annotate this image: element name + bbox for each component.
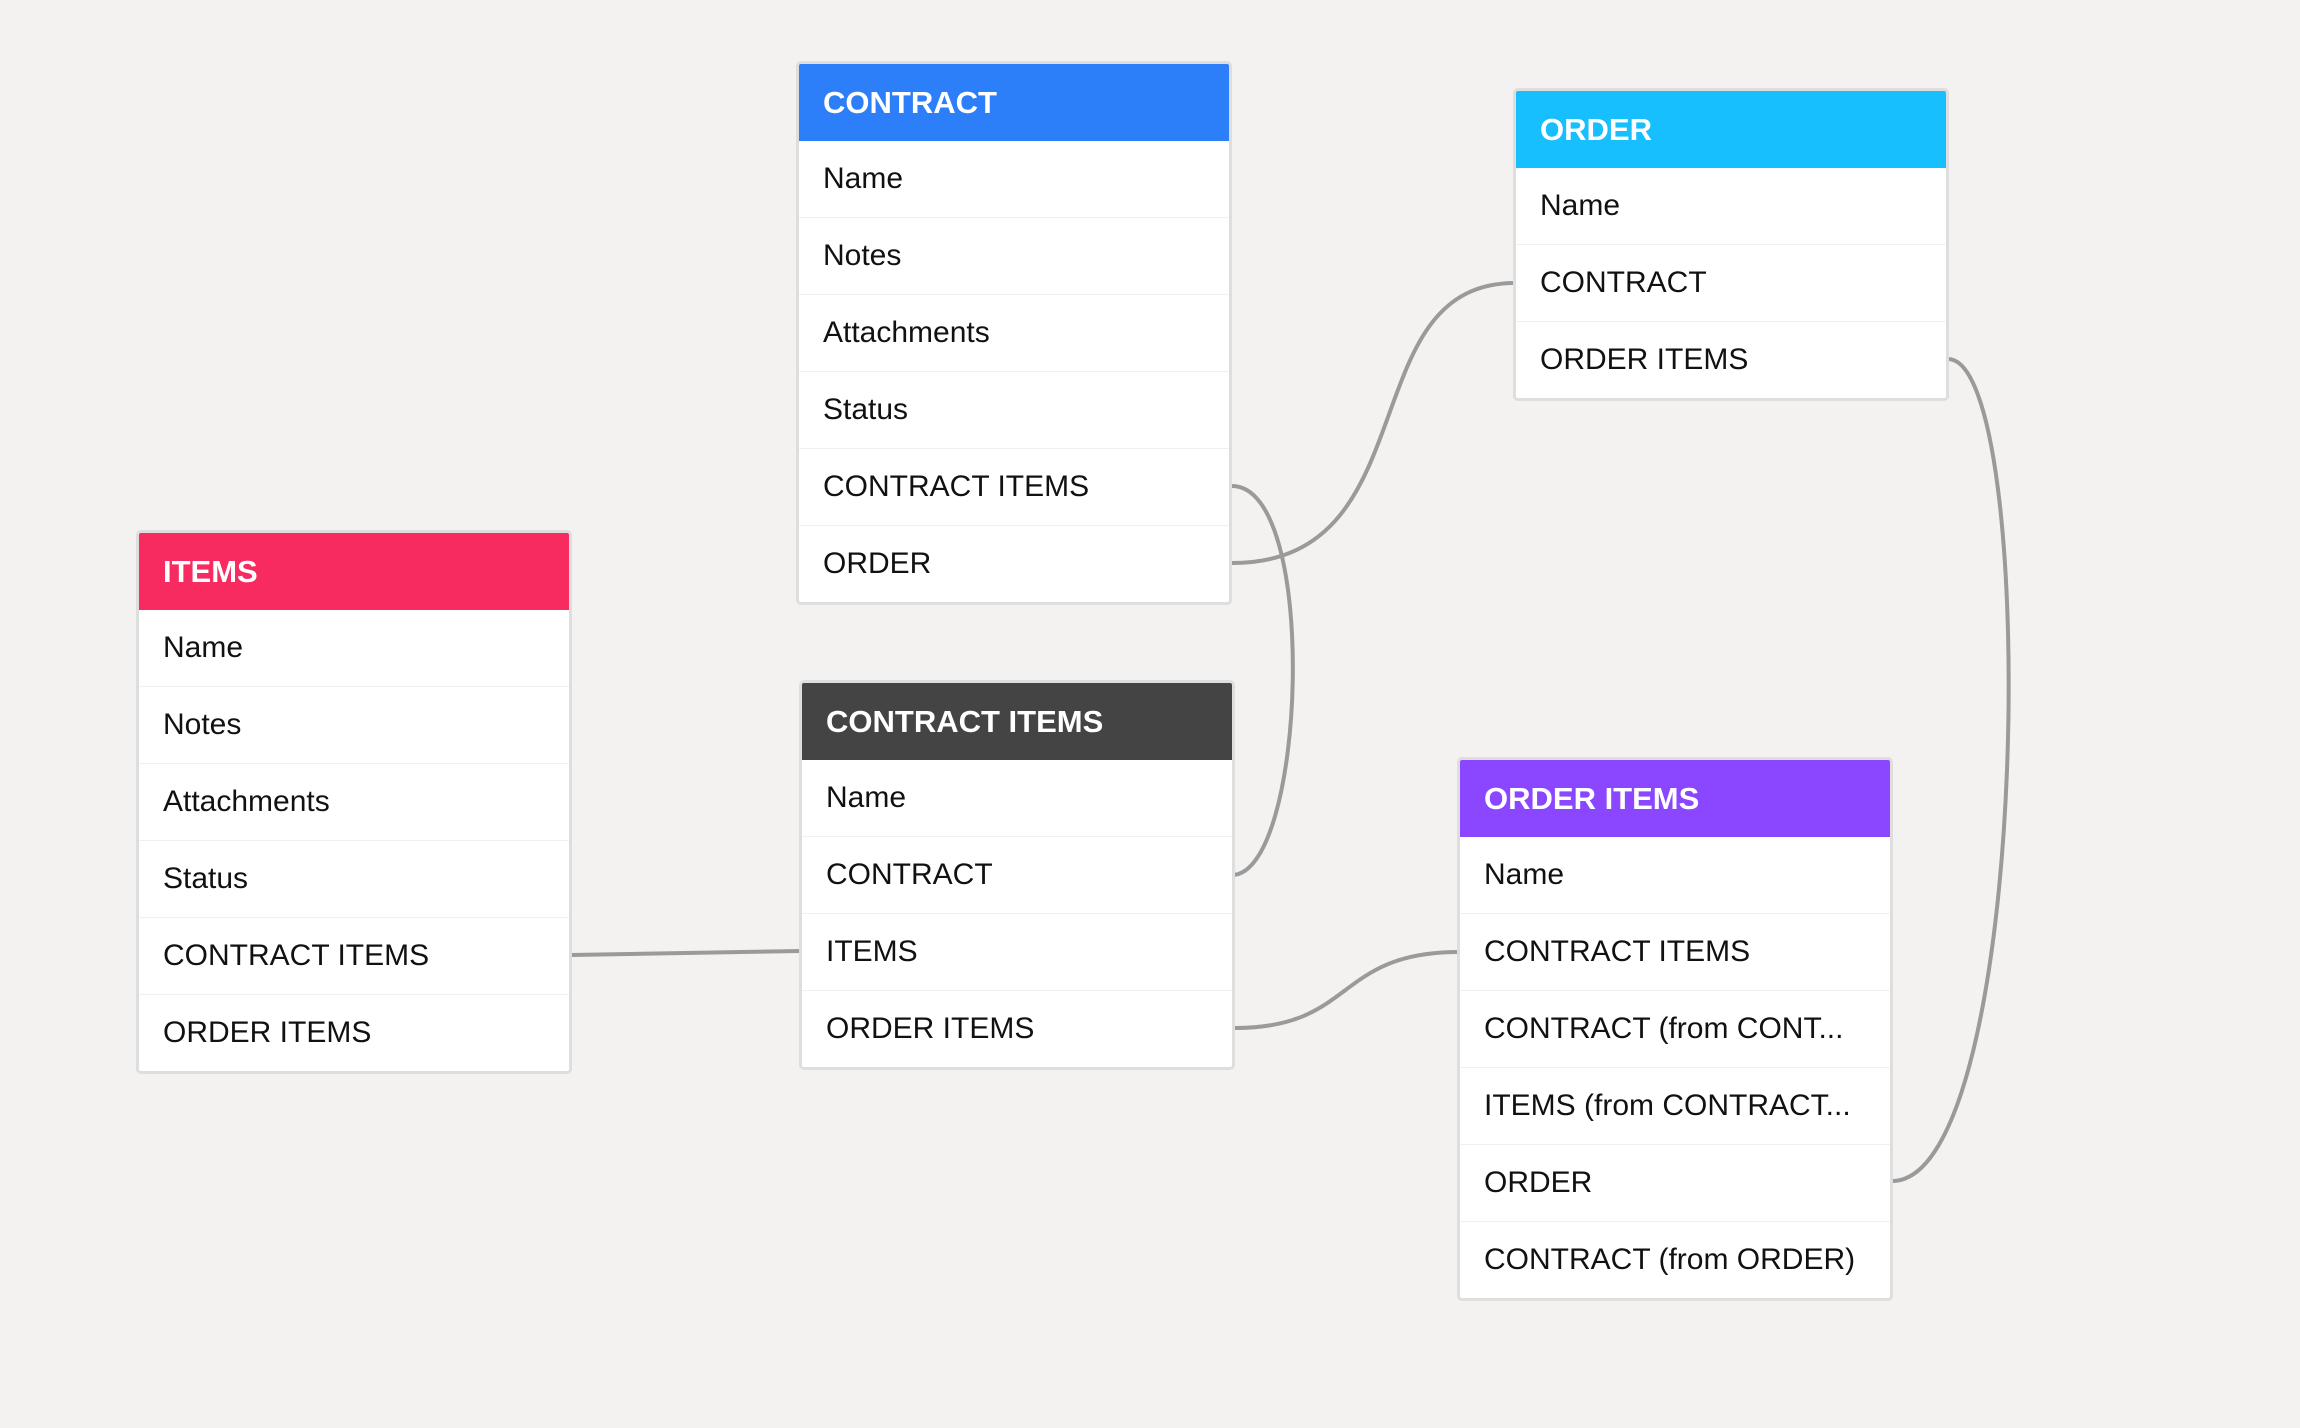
contract-items-table[interactable]: CONTRACT ITEMS Name CONTRACT ITEMS ORDER… — [799, 680, 1235, 1070]
items-table[interactable]: ITEMS Name Notes Attachments Status CONT… — [136, 530, 572, 1074]
field-contract-items[interactable]: CONTRACT ITEMS — [139, 917, 569, 994]
field-items-from-contract-items[interactable]: ITEMS (from CONTRACT... — [1460, 1067, 1890, 1144]
field-status[interactable]: Status — [799, 371, 1229, 448]
field-name[interactable]: Name — [163, 631, 244, 664]
field-order[interactable]: ORDER — [1460, 1144, 1890, 1221]
field-contract-from-order[interactable]: CONTRACT (from ORDER) — [1460, 1221, 1890, 1298]
link-contract-to-order — [1231, 281, 1516, 565]
field-attachments[interactable]: Attachments — [799, 294, 1229, 371]
field-contract-items[interactable]: CONTRACT ITEMS — [1460, 913, 1890, 990]
link-contract-to-contract-items — [1231, 484, 1295, 877]
order-items-table[interactable]: ORDER ITEMS Name CONTRACT ITEMS CONTRACT… — [1457, 757, 1893, 1301]
contract-table[interactable]: CONTRACT Name Notes Attachments Status C… — [796, 61, 1232, 605]
link-items-to-contract-items — [570, 949, 802, 957]
field-notes[interactable]: Notes — [799, 217, 1229, 294]
field-status[interactable]: Status — [139, 840, 569, 917]
field-contract[interactable]: CONTRACT — [802, 836, 1232, 913]
field-contract-from-contract-items[interactable]: CONTRACT (from CONT... — [1460, 990, 1890, 1067]
order-table[interactable]: ORDER Name CONTRACT ORDER ITEMS — [1513, 88, 1949, 401]
table-header[interactable]: CONTRACT — [799, 64, 1229, 141]
field-notes[interactable]: Notes — [139, 686, 569, 763]
field-contract-items[interactable]: CONTRACT ITEMS — [799, 448, 1229, 525]
link-contract-items-to-order-items — [1234, 950, 1460, 1030]
field-name[interactable]: Name — [1484, 858, 1565, 891]
field-name[interactable]: Name — [823, 162, 904, 195]
field-name[interactable]: Name — [1540, 189, 1621, 222]
field-name[interactable]: Name — [826, 781, 907, 814]
field-order-items[interactable]: ORDER ITEMS — [802, 990, 1232, 1067]
field-attachments[interactable]: Attachments — [139, 763, 569, 840]
field-order-items[interactable]: ORDER ITEMS — [1516, 321, 1946, 398]
table-header[interactable]: ORDER — [1516, 91, 1946, 168]
field-order[interactable]: ORDER — [799, 525, 1229, 602]
table-header[interactable]: CONTRACT ITEMS — [802, 683, 1232, 760]
table-header[interactable]: ORDER ITEMS — [1460, 760, 1890, 837]
field-order-items[interactable]: ORDER ITEMS — [139, 994, 569, 1071]
link-order-to-order-items — [1891, 357, 2011, 1183]
table-header[interactable]: ITEMS — [139, 533, 569, 610]
field-contract[interactable]: CONTRACT — [1516, 244, 1946, 321]
field-items[interactable]: ITEMS — [802, 913, 1232, 990]
